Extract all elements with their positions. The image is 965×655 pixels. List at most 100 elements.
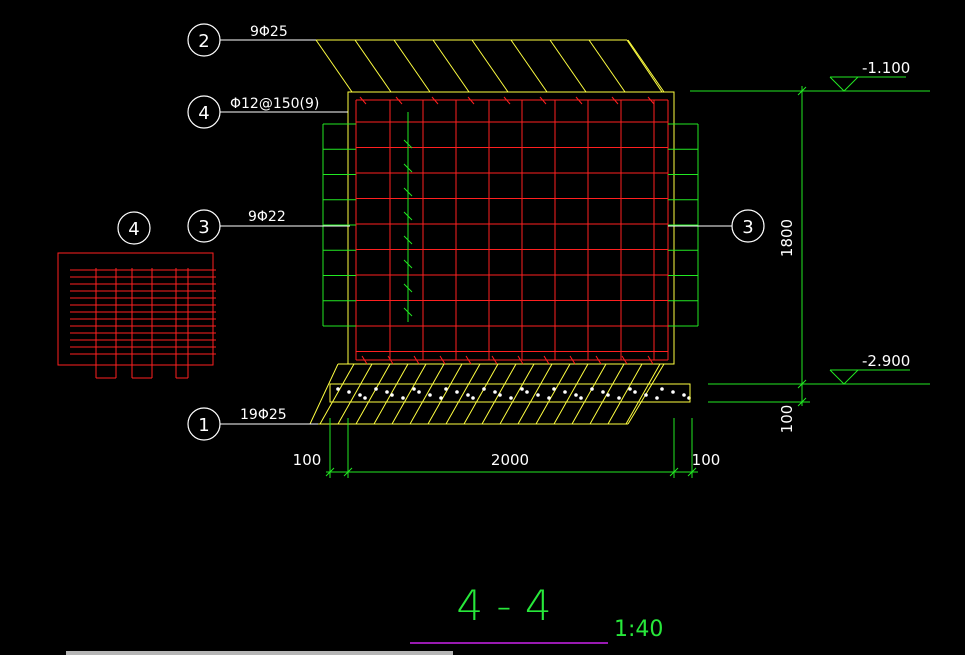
hatch-bot-line	[625, 363, 661, 425]
top-bar-hatch	[315, 39, 665, 93]
hatch-bot-line	[463, 363, 499, 425]
foundation-aggregate	[358, 393, 362, 397]
horizontal-scrollbar[interactable]	[66, 651, 453, 655]
foundation-aggregate	[552, 387, 556, 391]
callout-circle-side-left	[187, 209, 221, 243]
hatch-bot-line	[553, 363, 589, 425]
side-bar-tick	[403, 211, 413, 221]
rebar-hook	[431, 96, 439, 105]
foundation-aggregate	[412, 387, 416, 391]
hatch-bot-line	[409, 363, 445, 425]
dim-left-cover: 100	[293, 451, 322, 469]
rebar-label-side: 9Φ22	[248, 209, 286, 225]
hatch-top-line	[510, 39, 548, 93]
rebar-hook	[361, 355, 368, 365]
hatch-top-line	[588, 39, 626, 93]
hatch-top-line	[354, 39, 392, 93]
hatch-bot-line	[535, 363, 571, 425]
foundation-aggregate	[455, 390, 459, 394]
tick-1	[325, 467, 335, 477]
foundation-aggregate	[682, 393, 686, 397]
foundation-aggregate	[444, 387, 448, 391]
callout-circle-side-right	[731, 209, 765, 243]
foundation-aggregate	[563, 390, 567, 394]
hatch-bot-line	[571, 363, 607, 425]
rebar-label-top: 9Φ25	[250, 24, 288, 40]
hatch-top-line	[626, 39, 663, 93]
elev-top: -1.100	[862, 59, 910, 77]
hatch-bot-line	[427, 363, 463, 425]
rebar-grid	[355, 96, 669, 365]
foundation-aggregate	[471, 396, 475, 400]
side-bar-tick	[403, 307, 413, 317]
hatch-bot-line	[391, 363, 427, 425]
foundation-aggregate	[671, 390, 675, 394]
foundation-aggregate	[525, 390, 529, 394]
rebar-hook	[395, 96, 403, 105]
rebar-hook	[611, 96, 619, 105]
foundation-aggregate	[655, 396, 659, 400]
foundation-slab	[329, 383, 691, 403]
callout-side-right: 3	[742, 217, 753, 238]
rebar-hook	[503, 96, 511, 105]
hatch-bot-line	[607, 363, 643, 425]
foundation-aggregate	[536, 393, 540, 397]
hatch-bot-line	[517, 363, 553, 425]
rebar-hook	[569, 355, 576, 365]
hatch-bot-edge	[309, 363, 339, 425]
foundation-aggregate	[617, 396, 621, 400]
detail-outline	[57, 252, 214, 366]
rebar-hook	[575, 96, 583, 105]
foundation-aggregate	[401, 396, 405, 400]
rebar-hook	[467, 96, 475, 105]
elev-bottom: -2.900	[862, 352, 910, 370]
foundation-aggregate	[390, 393, 394, 397]
dim-width: 2000	[491, 451, 529, 469]
side-bar-tick	[403, 163, 413, 173]
foundation-aggregate	[417, 390, 421, 394]
rebar-hook	[439, 355, 446, 365]
foundation-aggregate	[644, 393, 648, 397]
section-scale: 1:40	[614, 617, 663, 642]
foundation-aggregate	[482, 387, 486, 391]
vtick-2	[797, 379, 807, 389]
hatch-bot-line	[319, 363, 355, 425]
foundation-aggregate	[363, 396, 367, 400]
rebar-hook	[595, 355, 602, 365]
side-bar-tick	[403, 283, 413, 293]
foundation-aggregate	[601, 390, 605, 394]
foundation-aggregate	[579, 396, 583, 400]
elev-marker-bottom	[829, 369, 860, 385]
foundation-aggregate	[606, 393, 610, 397]
foundation-aggregate	[428, 393, 432, 397]
callout-bottom: 1	[198, 415, 209, 436]
hatch-bot-line	[355, 363, 391, 425]
foundation-aggregate	[628, 387, 632, 391]
hatch-bot-line	[445, 363, 481, 425]
rebar-label-stirrup: Φ12@150(9)	[230, 96, 319, 112]
side-bar-tick	[403, 259, 413, 269]
callout-side-left: 3	[198, 217, 209, 238]
elev-marker-top	[829, 76, 860, 92]
hatch-top-line	[393, 39, 431, 93]
rebar-hook	[465, 355, 472, 365]
callout-stirrup: 4	[198, 103, 209, 124]
rebar-hook	[517, 355, 524, 365]
rebar-hook	[539, 96, 547, 105]
hatch-top-line	[432, 39, 470, 93]
dim-right-cover: 100	[692, 451, 721, 469]
rebar-hook	[647, 96, 655, 105]
callout-circle-detail	[117, 211, 151, 245]
callout-top: 2	[198, 31, 209, 52]
tick-4	[687, 467, 697, 477]
beam-outline	[347, 91, 675, 365]
foundation-aggregate	[493, 390, 497, 394]
rebar-hook	[413, 355, 420, 365]
dim-height: 1800	[778, 219, 796, 257]
rebar-hook	[491, 355, 498, 365]
rebar-hook	[647, 355, 654, 365]
foundation-aggregate	[590, 387, 594, 391]
hatch-top-line	[549, 39, 587, 93]
foundation-aggregate	[498, 393, 502, 397]
foundation-aggregate	[347, 390, 351, 394]
